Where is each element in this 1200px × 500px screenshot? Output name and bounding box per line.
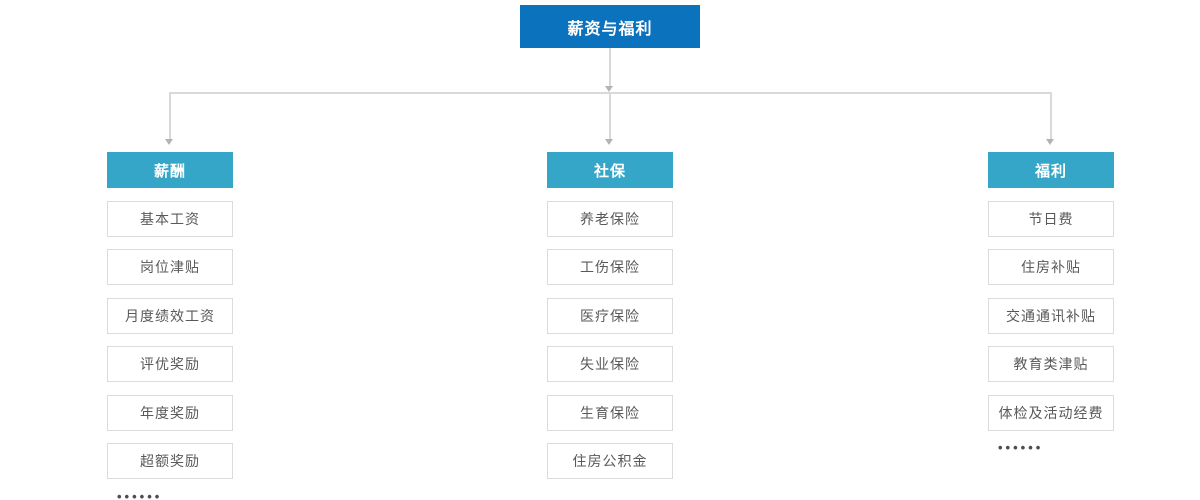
connector-drop-right bbox=[1050, 92, 1052, 139]
tree-node: 月度绩效工资 bbox=[107, 297, 233, 334]
arrow-down-icon bbox=[605, 139, 613, 145]
branch-header-label: 福利 bbox=[1034, 162, 1067, 180]
branch-column-salary: 薪酬 基本工资 岗位津贴 月度绩效工资 评优奖励 年度奖励 超额奖励 •••••… bbox=[107, 152, 233, 500]
tree-node: 养老保险 bbox=[547, 200, 673, 237]
tree-node: 教育类津贴 bbox=[988, 346, 1114, 382]
tree-node: 住房公积金 bbox=[547, 443, 673, 479]
tree-node: 交通通讯补贴 bbox=[988, 297, 1114, 334]
tree-node: 评优奖励 bbox=[107, 346, 233, 382]
ellipsis-dots: •••••• bbox=[117, 488, 163, 500]
arrow-down-icon bbox=[1046, 139, 1054, 145]
tree-node: 住房补贴 bbox=[988, 249, 1114, 285]
tree-node: 体检及活动经费 bbox=[988, 394, 1114, 431]
connector-root-drop bbox=[609, 48, 611, 88]
branch-header-welfare: 福利 bbox=[988, 152, 1114, 188]
tree-node: 岗位津贴 bbox=[107, 249, 233, 285]
tree-node: 生育保险 bbox=[547, 394, 673, 431]
ellipsis-dots: •••••• bbox=[998, 440, 1044, 455]
tree-node: 工伤保险 bbox=[547, 249, 673, 285]
branch-header-social-insurance: 社保 bbox=[547, 152, 673, 188]
root-node: 薪资与福利 bbox=[520, 5, 700, 48]
tree-node: 超额奖励 bbox=[107, 443, 233, 479]
connector-drop-left bbox=[169, 92, 171, 139]
connector-bus-line bbox=[169, 92, 1052, 94]
branch-column-welfare: 福利 节日费 住房补贴 交通通讯补贴 教育类津贴 体检及活动经费 •••••• bbox=[988, 152, 1114, 455]
root-node-label: 薪资与福利 bbox=[567, 20, 653, 38]
branch-header-salary: 薪酬 bbox=[107, 152, 233, 188]
connector-drop-center bbox=[609, 94, 611, 139]
branch-header-label: 社保 bbox=[593, 162, 626, 180]
tree-node: 节日费 bbox=[988, 200, 1114, 237]
branch-column-social-insurance: 社保 养老保险 工伤保险 医疗保险 失业保险 生育保险 住房公积金 bbox=[547, 152, 673, 479]
tree-node: 失业保险 bbox=[547, 346, 673, 382]
branch-header-label: 薪酬 bbox=[153, 162, 186, 180]
arrow-down-icon bbox=[605, 86, 613, 92]
tree-node: 年度奖励 bbox=[107, 394, 233, 431]
arrow-down-icon bbox=[165, 139, 173, 145]
tree-node: 基本工资 bbox=[107, 200, 233, 237]
tree-node: 医疗保险 bbox=[547, 297, 673, 334]
